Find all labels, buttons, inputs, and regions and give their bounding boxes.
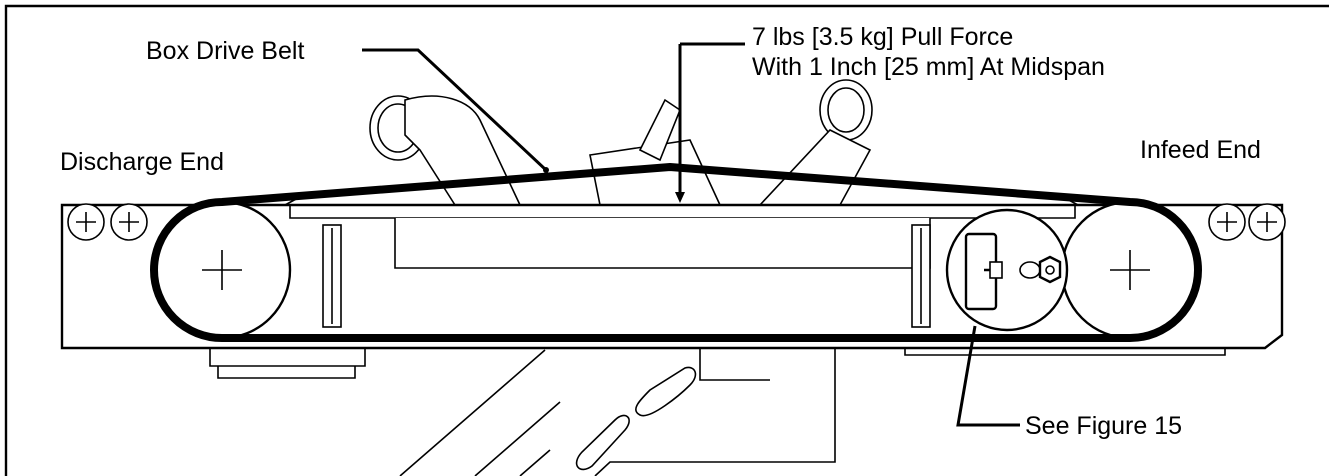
figure-frame [4,4,1329,476]
discharge-idler-rollers [67,203,148,241]
lower-chute [399,300,836,476]
discharge-end-label: Discharge End [60,148,224,176]
see-figure-label: See Figure 15 [1025,412,1182,440]
belt-tensioner [945,208,1069,332]
infeed-end-label: Infeed End [1140,136,1261,164]
pull-force-label-line1: 7 lbs [3.5 kg] Pull Force [752,23,1013,51]
box-drive-belt-label: Box Drive Belt [146,37,304,65]
box-drive-belt [150,163,1202,342]
leader-lines [362,42,1020,427]
infeed-idler-rollers [1208,203,1286,241]
pull-force-label-line2: With 1 Inch [25 mm] At Midspan [752,53,1105,81]
flight-lugs [369,79,873,206]
